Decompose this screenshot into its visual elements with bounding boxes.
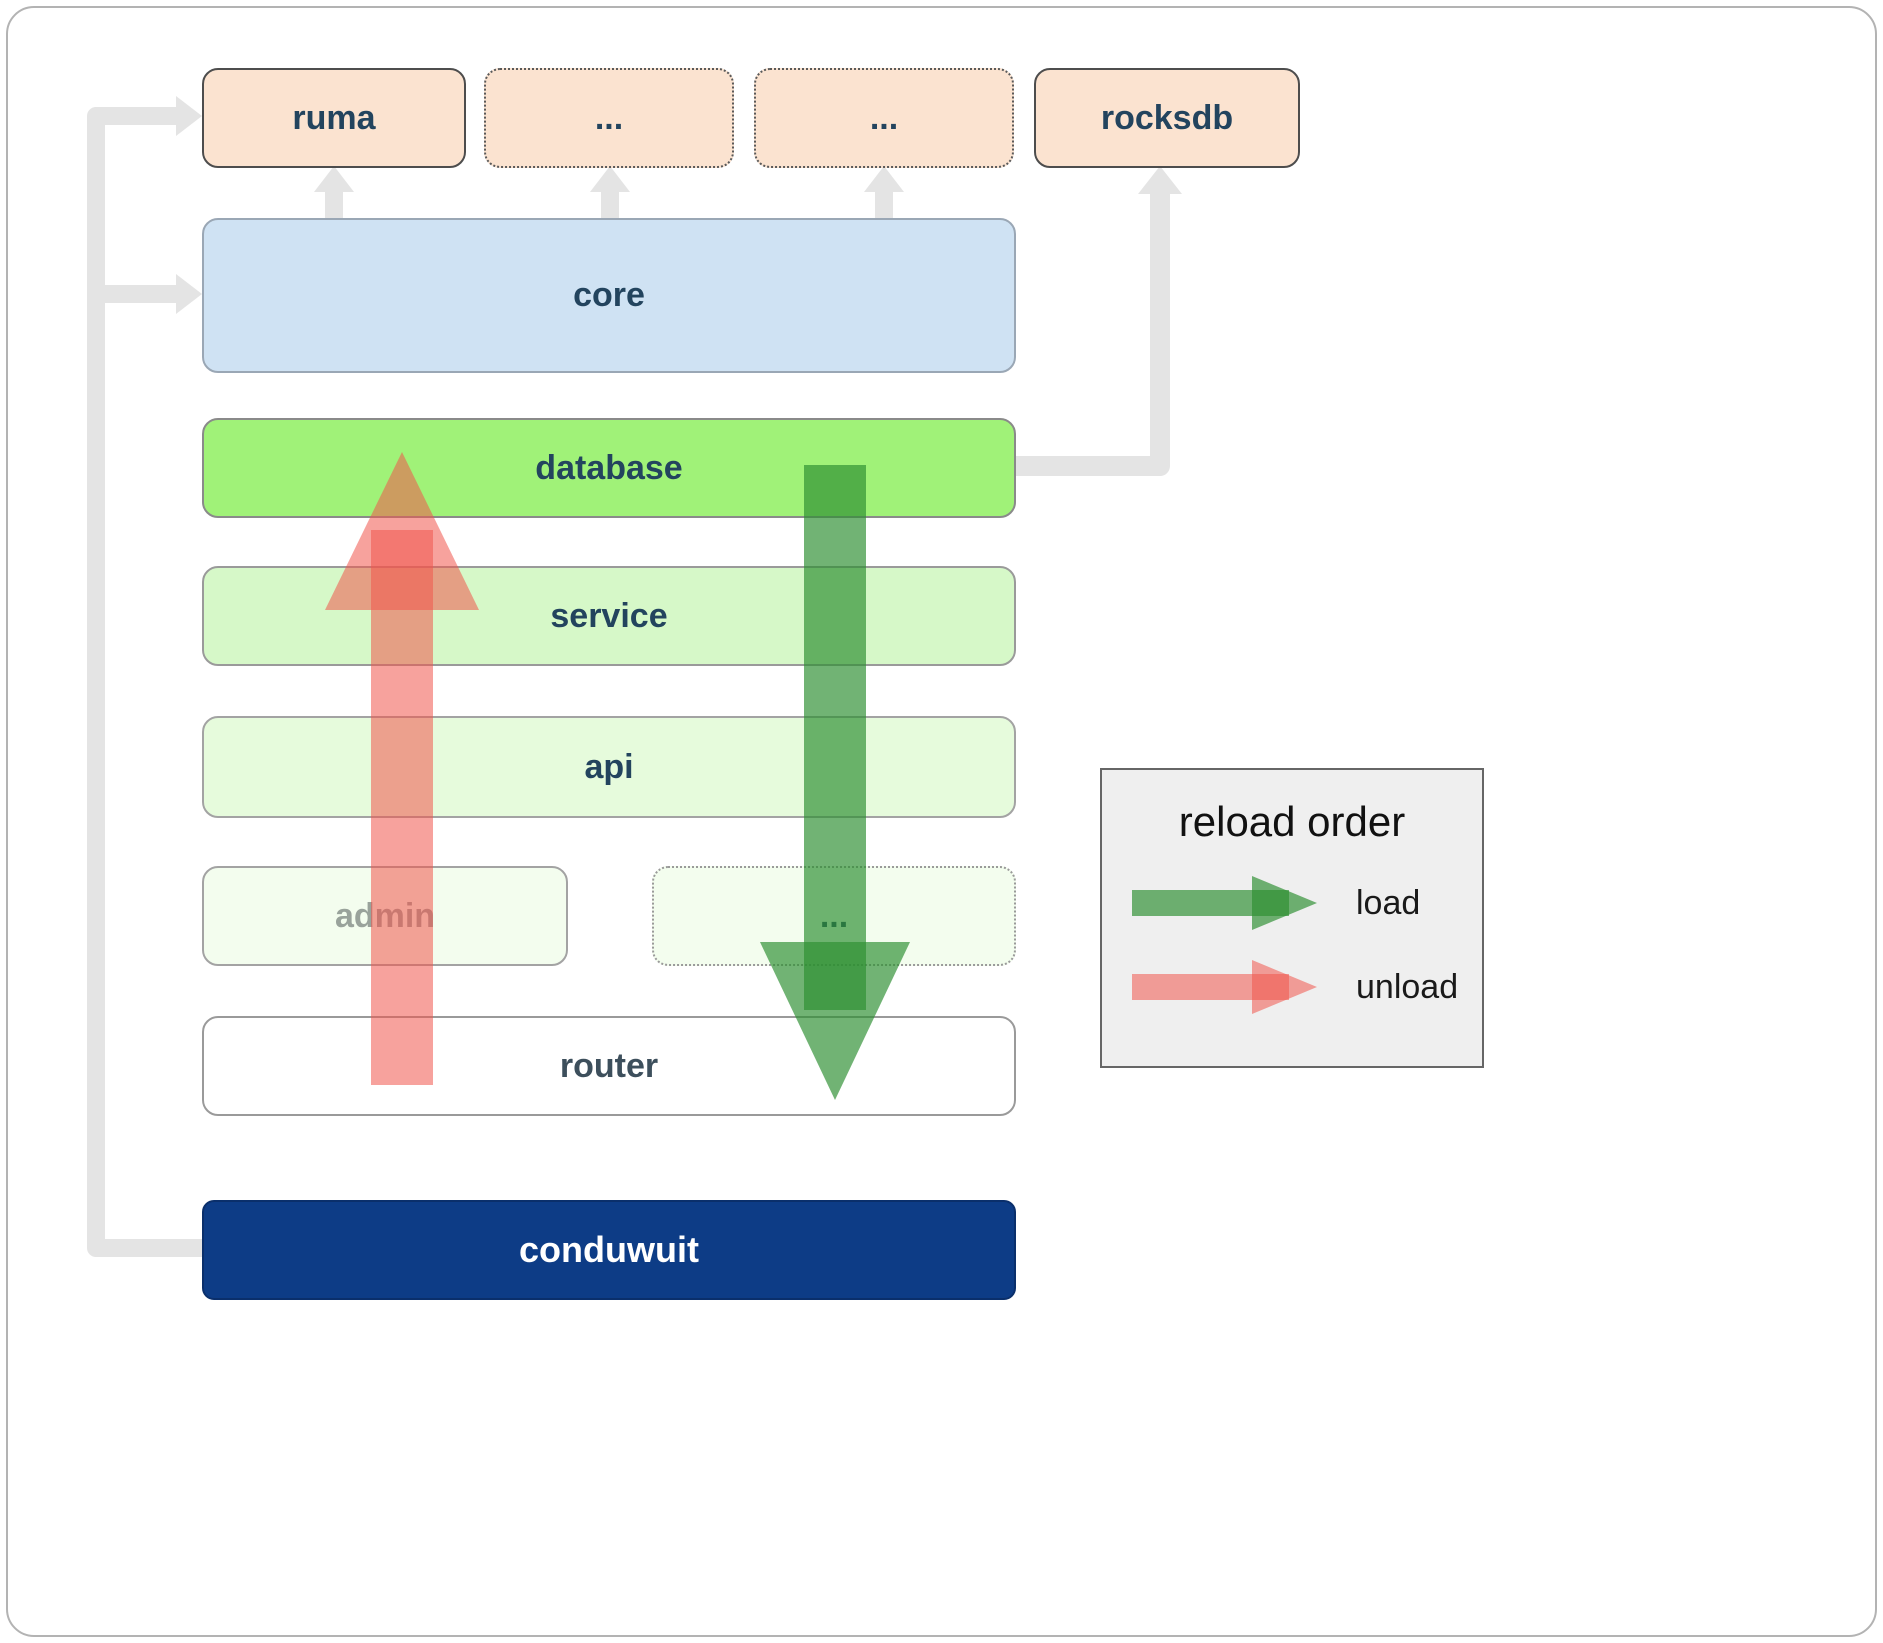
legend: reload order load unload <box>1100 768 1484 1068</box>
legend-row-unload: unload <box>1132 958 1458 1016</box>
node-api-label: api <box>584 747 634 786</box>
legend-load-label: load <box>1356 883 1421 922</box>
node-service-label: service <box>550 596 668 635</box>
node-core-label: core <box>573 276 645 314</box>
node-api: api <box>202 716 1016 818</box>
legend-title: reload order <box>1178 798 1406 845</box>
core-to-ellipsis1-arrow <box>590 166 630 220</box>
node-router-label: router <box>559 1046 659 1085</box>
database-to-rocksdb-arrow <box>1016 166 1182 476</box>
node-ellipsis-2: ... <box>754 68 1014 168</box>
conduwuit-to-ruma-arrow <box>87 96 204 1257</box>
node-ellipsis-1-label: ... <box>594 98 624 137</box>
node-conduwuit-label: conduwuit <box>519 1229 699 1270</box>
unload-arrow-icon <box>1132 960 1317 1014</box>
node-rocksdb: rocksdb <box>1034 68 1300 168</box>
node-ellipsis-1: ... <box>484 68 734 168</box>
unload-arrow <box>325 452 479 1085</box>
legend-row-load: load <box>1132 874 1420 932</box>
core-to-ruma-arrow <box>314 166 354 220</box>
load-arrow <box>760 465 910 1100</box>
legend-unload-label: unload <box>1356 967 1459 1006</box>
node-ellipsis-2-label: ... <box>869 98 899 137</box>
core-to-ellipsis2-arrow <box>864 166 904 220</box>
node-ruma: ruma <box>202 68 466 168</box>
node-database-label: database <box>535 448 683 487</box>
load-arrow-icon <box>1132 876 1317 930</box>
node-conduwuit: conduwuit <box>202 1200 1016 1300</box>
node-ruma-label: ruma <box>292 98 376 137</box>
node-core: core <box>202 218 1016 373</box>
node-service: service <box>202 566 1016 666</box>
conduwuit-to-core-arrow <box>96 274 202 314</box>
node-router: router <box>202 1016 1016 1116</box>
node-rocksdb-label: rocksdb <box>1100 98 1234 137</box>
node-database: database <box>202 418 1016 518</box>
